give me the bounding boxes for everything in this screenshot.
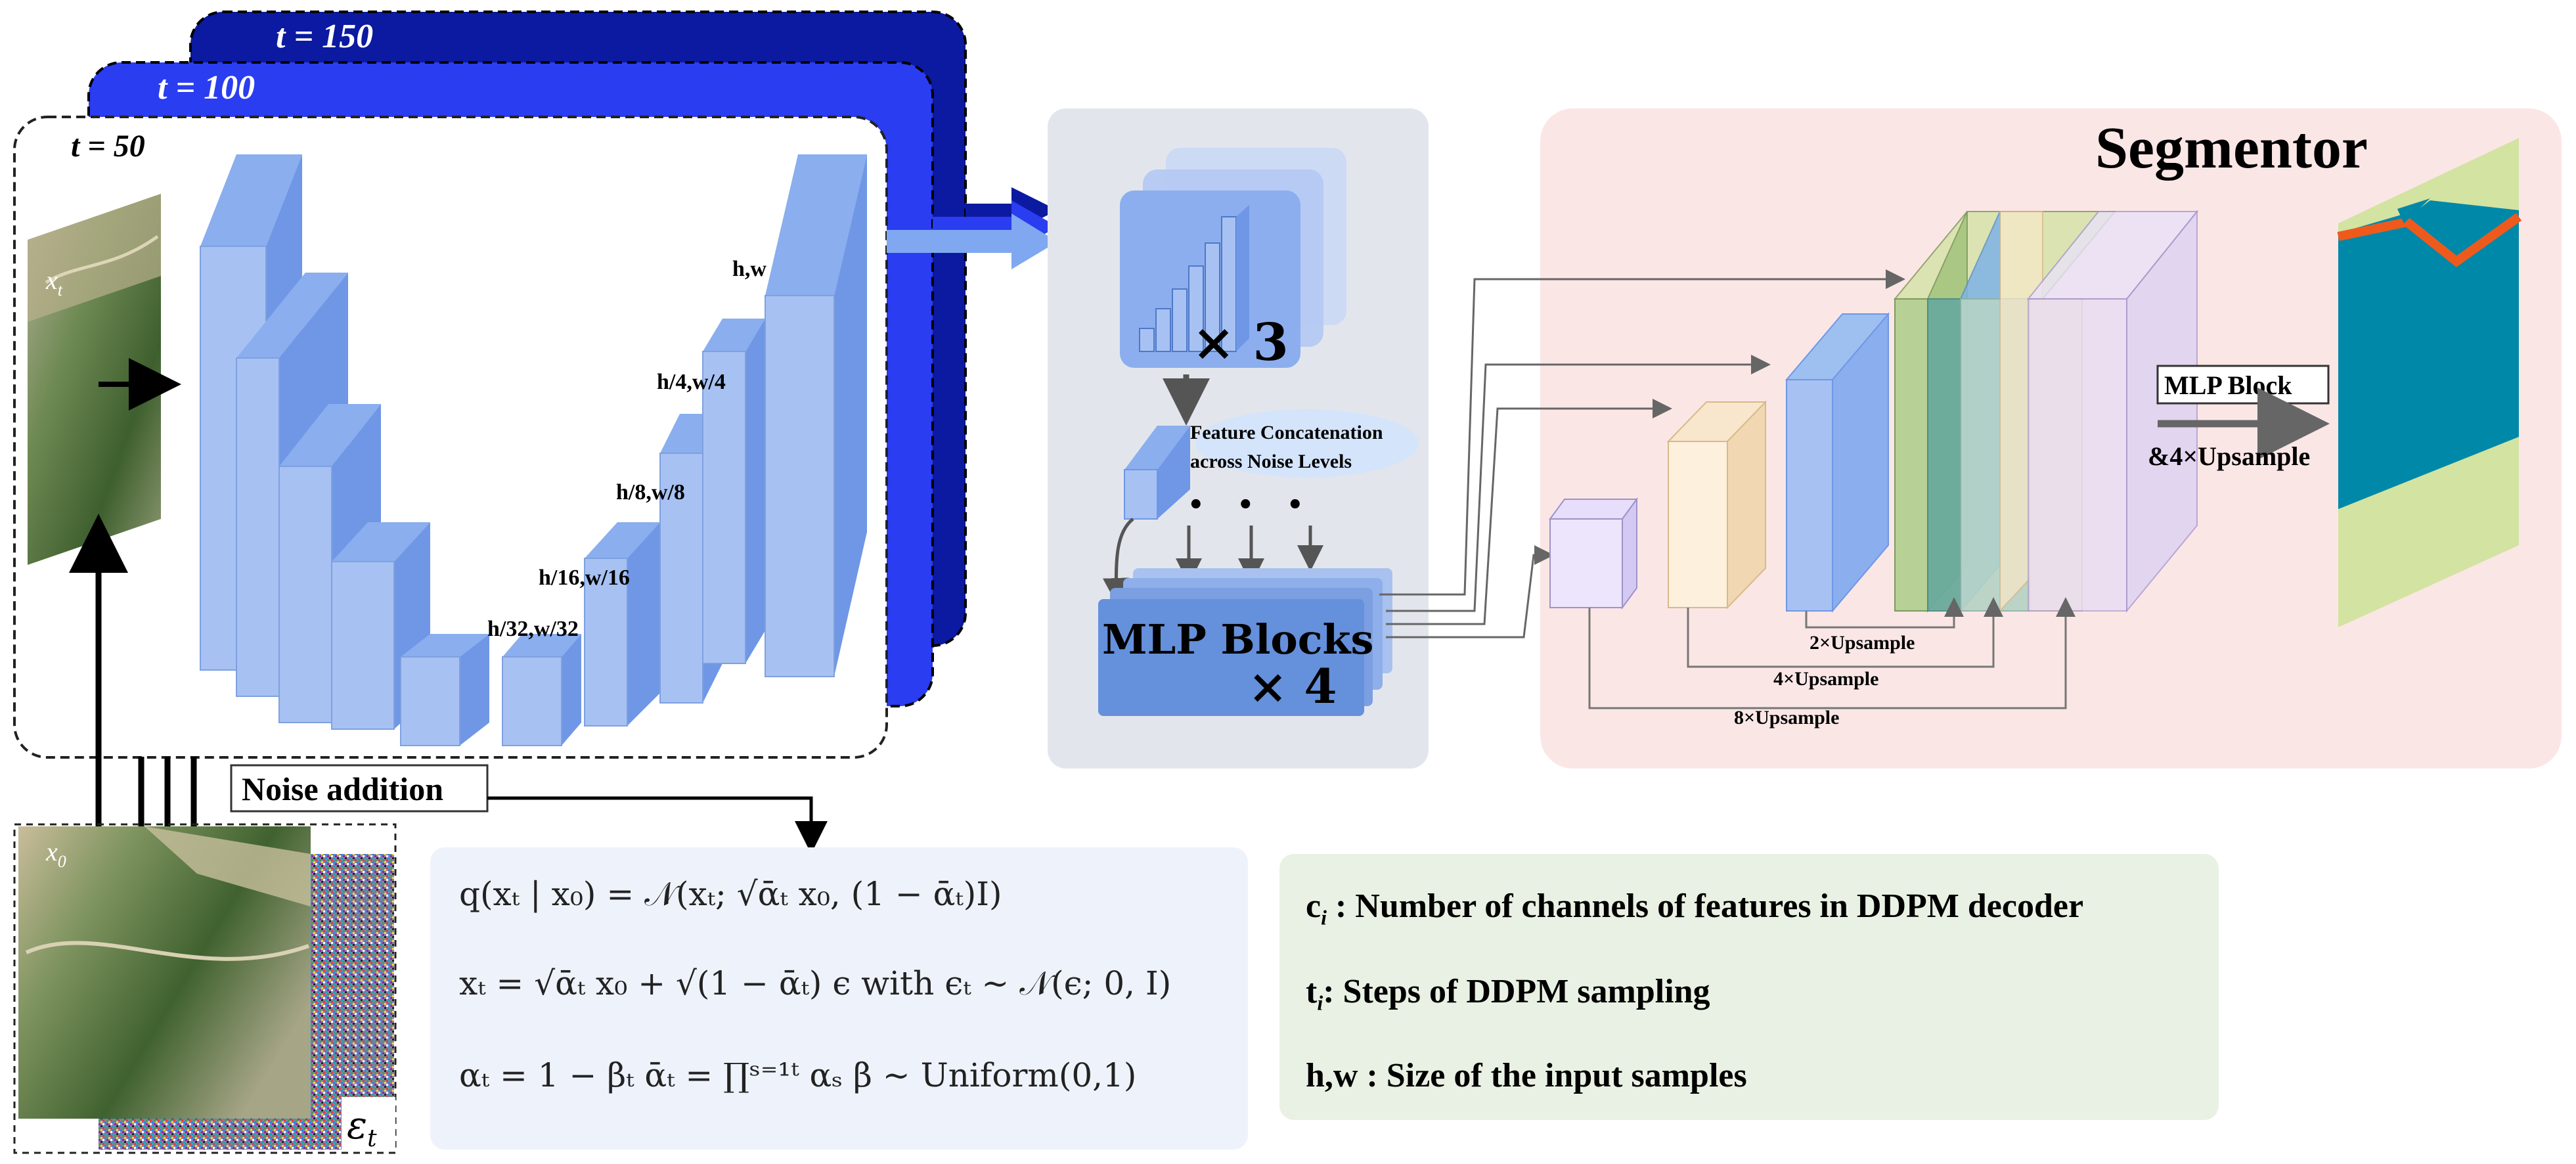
segmentor-title: Segmentor bbox=[2095, 116, 2368, 181]
mini-unet-icon bbox=[1139, 205, 1249, 352]
skip-connection-4 bbox=[1386, 545, 1554, 638]
level-label-h16: h/16,w/16 bbox=[539, 566, 630, 590]
timestep-label-t150: t = 150 bbox=[276, 18, 373, 55]
seg-fused-features bbox=[1893, 210, 2199, 613]
level-label-h32: h/32,w/32 bbox=[487, 617, 579, 641]
concat-block-icon bbox=[1124, 426, 1190, 520]
skip-connection-1 bbox=[1379, 269, 1905, 596]
noise-sample-frame bbox=[13, 823, 397, 1154]
unet-decoder-block-4 bbox=[702, 319, 765, 664]
up4-connector bbox=[1687, 597, 2003, 668]
mlp-block-label: MLP Block bbox=[2164, 370, 2292, 400]
legend-size: h,w : Size of the input samples bbox=[1306, 1057, 1747, 1094]
up4-label: 4×Upsample bbox=[1773, 668, 1878, 690]
up2-label: 2×Upsample bbox=[1810, 632, 1915, 654]
concat-label-line1: Feature Concatenation bbox=[1190, 422, 1383, 443]
noise-addition-label: Noise addition bbox=[242, 771, 443, 807]
mlp-blocks-stack bbox=[1098, 568, 1392, 716]
noise-label: εt bbox=[347, 1103, 377, 1152]
formula-block: q(xₜ | x₀) = 𝒩(xₜ; √ᾱₜ x₀, (1 − ᾱₜ)I) xₜ… bbox=[430, 847, 1248, 1150]
up8-connector bbox=[1588, 597, 2076, 709]
unet-output-arrows bbox=[887, 187, 1057, 269]
noise-addition-box bbox=[230, 764, 489, 813]
timestep-label-t50: t = 50 bbox=[71, 129, 145, 164]
segmentation-output bbox=[2337, 138, 2522, 627]
seg-feature-4x bbox=[1666, 400, 1767, 610]
formula-alpha: αₜ = 1 − βₜ ᾱₜ = ∏ˢ⁼¹ᵗ αₛ β ~ Uniform(0,… bbox=[459, 1056, 1137, 1094]
concat-bubble bbox=[1195, 409, 1419, 478]
noise-label-bg bbox=[342, 1097, 395, 1151]
up2-connector bbox=[1805, 597, 1964, 629]
concat-label-line2: across Noise Levels bbox=[1190, 451, 1352, 472]
legend-channels: ci : Number of channels of features in D… bbox=[1306, 887, 2084, 929]
up8-label: 8×Upsample bbox=[1734, 707, 1839, 728]
skip-connection-3 bbox=[1386, 399, 1672, 625]
mlp-times-four: × 4 bbox=[1248, 658, 1337, 714]
input-image-label: xt bbox=[45, 265, 63, 300]
legend-panel bbox=[1279, 854, 2219, 1120]
seg-feature-2x bbox=[1785, 312, 1890, 613]
legend-block: ci : Number of channels of features in D… bbox=[1279, 854, 2219, 1120]
final-upsample-label: &4×Upsample bbox=[2148, 441, 2310, 471]
skip-connection-2 bbox=[1386, 355, 1771, 612]
concat-to-mlp-arrow bbox=[1103, 518, 1134, 604]
unet-bottleneck-block bbox=[400, 634, 489, 746]
times-three-label: × 3 bbox=[1192, 313, 1289, 372]
seg-feature-8x bbox=[1549, 497, 1638, 610]
level-label-hw: h,w bbox=[732, 257, 766, 281]
ellipsis-dots: • • • bbox=[1188, 490, 1316, 520]
clean-image-x0 bbox=[18, 826, 311, 1119]
noise-to-formula-arrow bbox=[487, 796, 828, 854]
unet-decoder-block-2 bbox=[584, 522, 660, 727]
formula-panel bbox=[430, 847, 1248, 1150]
mlp-blocks-title: MLP Blocks bbox=[1102, 616, 1373, 663]
legend-steps: ti: Steps of DDPM sampling bbox=[1306, 973, 1710, 1015]
unet-decoder-block-1 bbox=[502, 634, 581, 746]
level-label-h4: h/4,w/4 bbox=[657, 370, 726, 394]
clean-image-label: x0 bbox=[45, 837, 66, 871]
unet-decoder-block-5 bbox=[765, 154, 867, 677]
level-label-h8: h/8,w/8 bbox=[616, 480, 685, 504]
input-image-xt bbox=[28, 194, 161, 565]
formula-xt: xₜ = √ᾱₜ x₀ + √(1 − ᾱₜ) ϵ with ϵₜ ~ 𝒩(ϵ;… bbox=[459, 964, 1172, 1002]
timestep-label-t100: t = 100 bbox=[158, 69, 255, 106]
formula-q: q(xₜ | x₀) = 𝒩(xₜ; √ᾱₜ x₀, (1 − ᾱₜ)I) bbox=[459, 875, 1002, 913]
